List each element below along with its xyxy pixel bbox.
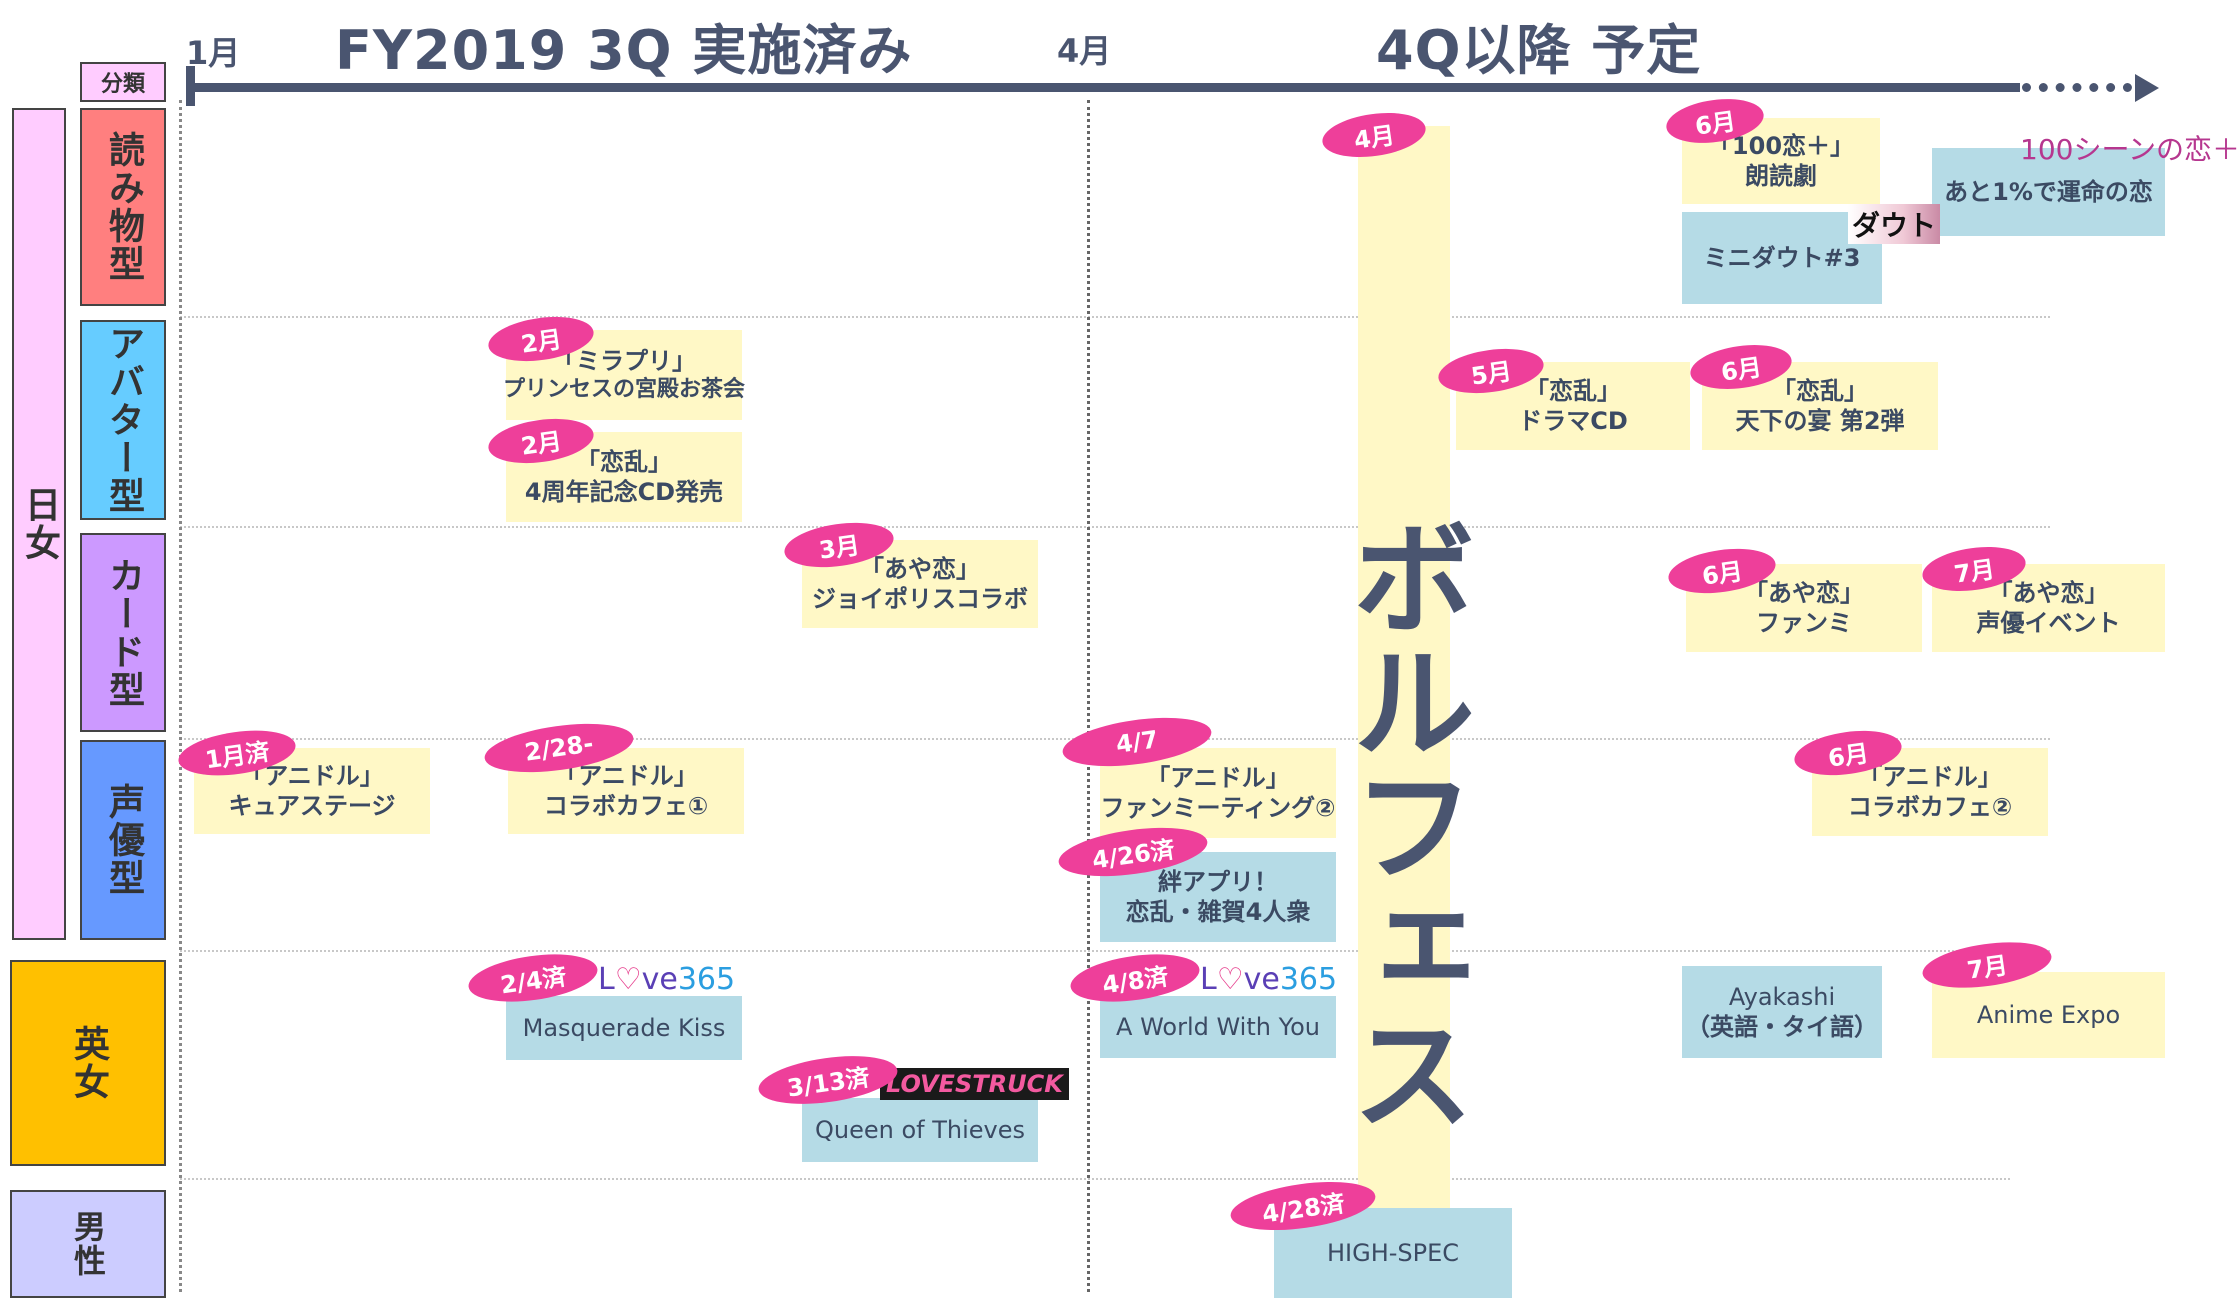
event-masquerade-kiss: Masquerade Kiss [506,996,742,1060]
month-label-apr: 4月 [1057,32,1112,70]
logo-doubt: ダウト [1848,204,1941,244]
event-a-world-with-you: A World With You [1100,996,1336,1058]
category-card: カード型 [80,533,166,732]
row-divider [180,1178,2010,1180]
timeline-line [186,83,2020,92]
column-divider-april [1087,100,1090,1292]
row-divider [180,316,2050,318]
event-100koi-reading: 「100恋＋」朗読劇 [1682,118,1880,204]
row-divider [180,526,2050,528]
event-queen-of-thieves: Queen of Thieves [802,1098,1038,1162]
logo-love365: L♡ve365 [1200,962,1338,997]
event-ayakashi: Ayakashi（英語・タイ語） [1682,966,1882,1058]
event-kizuna-app: 絆アプリ！恋乱・雑賀4人衆 [1100,852,1336,942]
volfes-bar [1358,126,1450,1208]
timeline-dotted-extension [2022,83,2132,92]
column-divider-start [179,100,182,1292]
event-ato1percent: あと1%で運命の恋 [1932,148,2165,236]
logo-100scene: 100シーンの恋＋ [2020,133,2240,166]
logo-love365: L♡ve365 [598,962,736,997]
event-mirapri-teaparty: 「ミラプリ」プリンセスの宮殿お茶会 [503,330,745,420]
row-divider [180,950,2050,952]
category-header: 分類 [80,62,166,102]
category-english-women: 英女 [10,960,166,1166]
category-reading: 読み物型 [80,108,166,306]
title-planned: 4Q以降 予定 [1376,19,1702,82]
category-voice: 声優型 [80,740,166,940]
event-anime-expo: Anime Expo [1932,972,2165,1058]
logo-lovestruck: LOVESTRUCK [880,1068,1069,1100]
category-japan-women: 日女 [12,108,66,940]
title-completed: FY2019 3Q 実施済み [335,19,913,82]
category-avatar: アバター型 [80,320,166,520]
timeline-arrow-head [2135,74,2159,102]
month-label-jan: 1月 [186,34,241,72]
category-male: 男性 [10,1190,166,1298]
volfes-label: ボルフェス [1329,514,1473,1134]
